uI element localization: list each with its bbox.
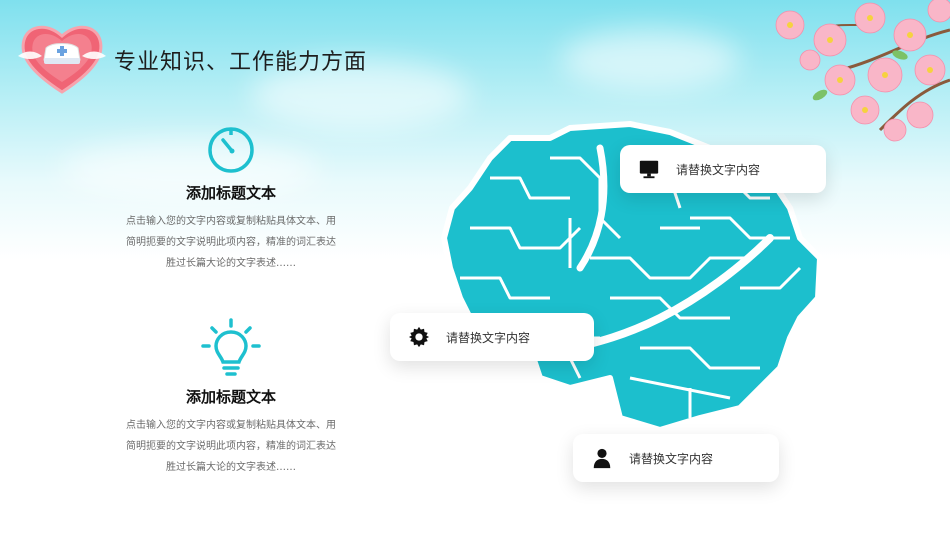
monitor-icon: [639, 160, 659, 179]
card-text: 请替换文字内容: [629, 451, 714, 466]
nurse-heart-logo-icon: [18, 25, 106, 94]
text-line: 胜过长篇大论的文字表述……: [166, 258, 296, 269]
text-line: 点击输入您的文字内容或复制粘贴具体文本、用: [126, 216, 336, 227]
block-text: 点击输入您的文字内容或复制粘贴具体文本、用 简明扼要的文字说明此项内容，精准的词…: [115, 211, 347, 274]
lightbulb-icon: [201, 318, 261, 376]
cloud: [560, 30, 740, 90]
info-card-gear: 请替换文字内容: [390, 313, 594, 361]
text-line: 胜过长篇大论的文字表述……: [166, 462, 296, 473]
feature-block-1: 添加标题文本 点击输入您的文字内容或复制粘贴具体文本、用 简明扼要的文字说明此项…: [115, 122, 347, 274]
text-line: 点击输入您的文字内容或复制粘贴具体文本、用: [126, 420, 336, 431]
timer-icon: [208, 127, 254, 173]
cloud: [250, 60, 470, 130]
page-title: 专业知识、工作能力方面: [114, 50, 368, 75]
cloud: [60, 140, 320, 200]
card-text: 请替换文字内容: [676, 162, 761, 177]
info-card-monitor: 请替换文字内容: [620, 145, 826, 193]
info-card-user: 请替换文字内容: [573, 434, 779, 482]
user-icon: [593, 448, 611, 469]
card-text: 请替换文字内容: [446, 330, 531, 345]
block-text: 点击输入您的文字内容或复制粘贴具体文本、用 简明扼要的文字说明此项内容，精准的词…: [115, 415, 347, 478]
gear-icon: [408, 326, 430, 348]
cherry-blossom-decoration: [775, 0, 950, 142]
block-heading: 添加标题文本: [185, 388, 276, 406]
feature-block-2: 添加标题文本 点击输入您的文字内容或复制粘贴具体文本、用 简明扼要的文字说明此项…: [115, 318, 347, 478]
text-line: 简明扼要的文字说明此项内容，精准的词汇表达: [126, 237, 336, 248]
text-line: 简明扼要的文字说明此项内容，精准的词汇表达: [126, 441, 336, 452]
block-heading: 添加标题文本: [185, 184, 276, 202]
